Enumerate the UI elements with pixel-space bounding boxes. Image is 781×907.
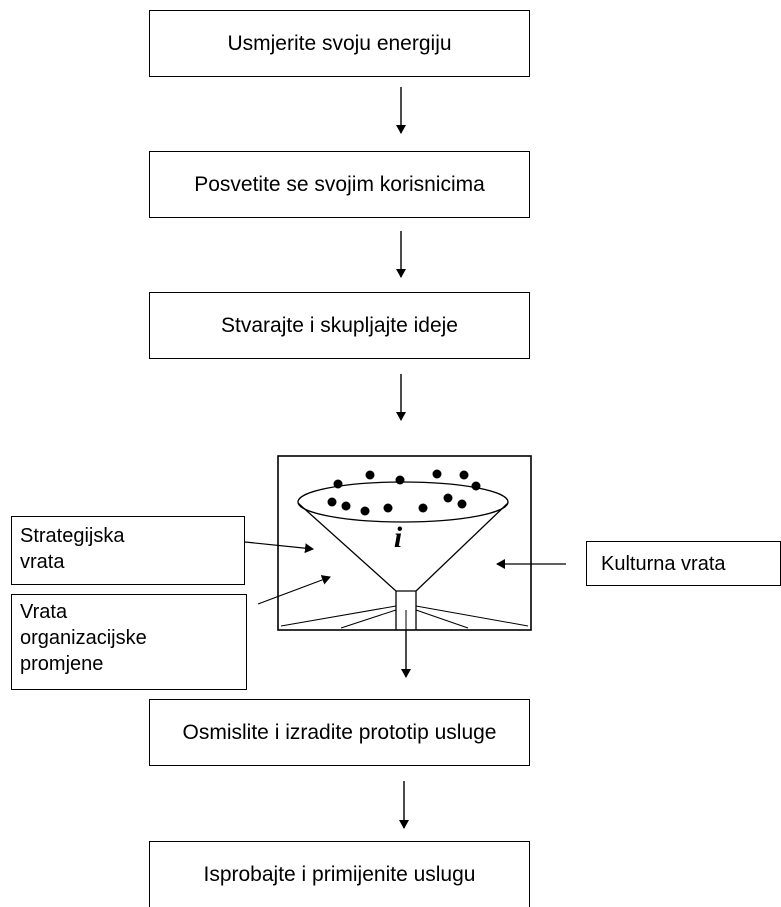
funnel-idea-symbol: i xyxy=(394,521,403,554)
cultural-gate-box: Kulturna vrata xyxy=(586,541,781,586)
funnel-base xyxy=(280,605,529,630)
step-dedicate-users-label: Posvetite se svojim korisnicima xyxy=(194,173,485,196)
step-test-implement: Isprobajte i primijenite uslugu xyxy=(149,841,530,907)
arrow-strategic-gate xyxy=(244,541,314,554)
step-focus-energy: Usmjerite svoju energiju xyxy=(149,10,530,77)
step-generate-ideas-label: Stvarajte i skupljajte ideje xyxy=(221,314,458,337)
organizational-gate-line1: Vrata xyxy=(20,601,68,623)
step-focus-energy-label: Usmjerite svoju energiju xyxy=(227,32,452,55)
step-prototype-label: Osmislite i izradite prototip usluge xyxy=(182,721,497,744)
strategic-gate-box: Strategijska vrata xyxy=(11,516,245,585)
idea-dots xyxy=(327,469,481,516)
funnel-frame xyxy=(277,455,532,631)
organizational-gate-line3: promjene xyxy=(20,653,104,675)
organizational-gate-line2: organizacijske xyxy=(20,627,147,649)
organizational-gate-box: Vrata organizacijske promjene xyxy=(11,594,247,690)
step-prototype: Osmislite i izradite prototip usluge xyxy=(149,699,530,766)
step-dedicate-users: Posvetite se svojim korisnicima xyxy=(149,151,530,218)
arrow-organizational-gate xyxy=(257,575,331,605)
cultural-gate-label: Kulturna vrata xyxy=(601,552,726,575)
strategic-gate-line1: Strategijska xyxy=(20,525,125,547)
step-generate-ideas: Stvarajte i skupljajte ideje xyxy=(149,292,530,359)
funnel-body xyxy=(297,502,509,630)
step-test-implement-label: Isprobajte i primijenite uslugu xyxy=(203,863,476,886)
strategic-gate-line2: vrata xyxy=(20,551,65,573)
